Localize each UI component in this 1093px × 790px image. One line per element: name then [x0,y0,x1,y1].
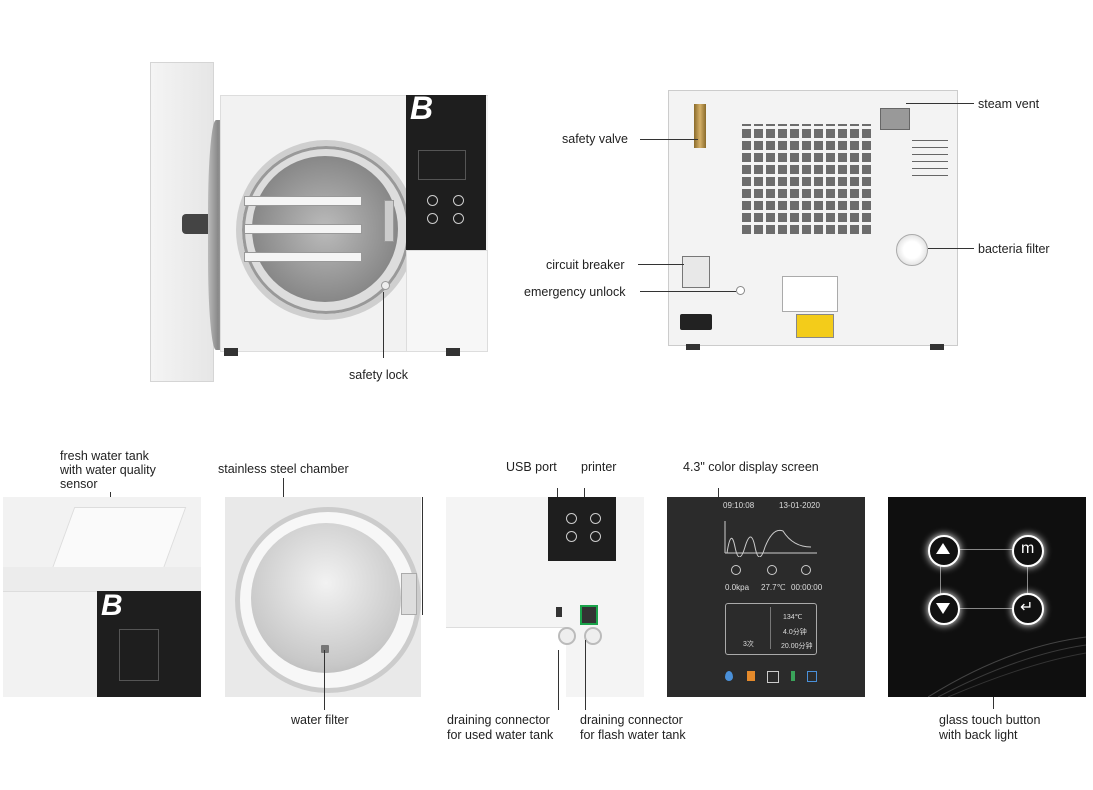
water-level-icon [747,671,755,681]
label-steam-vent: steam vent [978,97,1040,111]
circuit-breaker[interactable] [682,256,710,288]
tank-mini-display [119,629,159,681]
label-bacteria-filter: bacteria filter [978,242,1050,256]
steam-vent [880,108,910,130]
label-safety-valve: safety valve [562,132,629,146]
back-foot-left [686,344,700,350]
side-m-button[interactable] [590,513,601,524]
label-draining-used-2: for used water tank [447,728,554,742]
display-temperature: 27.7℃ [761,583,786,592]
touch-m-button[interactable] [1012,535,1044,567]
label-draining-flash-2: for flash water tank [580,728,686,742]
label-draining-flash-1: draining connector [580,713,683,727]
enter-icon: ↵ [1020,599,1034,616]
display-temp-set: 134℃ [783,614,803,621]
draining-connector-flash[interactable] [584,627,602,645]
pressure-curve [724,521,817,557]
side-enter-button[interactable] [590,531,601,542]
door-handle [182,214,212,234]
tank-brand-logo: B [101,589,123,622]
lower-panel [406,250,488,352]
gauge-pressure-icon [731,565,741,575]
emergency-unlock[interactable] [736,286,745,295]
tray-3 [244,252,362,262]
down-arrow-icon [936,603,950,614]
up-arrow-icon [936,543,950,554]
gauge-temp-icon [767,565,777,575]
tank-control-panel [97,591,201,697]
label-water-filter: water filter [291,713,349,727]
water-tank-image: B [3,497,201,697]
mini-enter-button[interactable] [453,213,464,224]
water-filter [321,645,329,653]
printer-slot [580,605,598,625]
label-safety-lock: safety lock [349,368,409,382]
back-view-image [668,90,960,352]
label-stainless-steel-chamber: stainless steel chamber [218,462,349,476]
display-time: 09:10:08 [723,501,755,510]
mini-display [418,150,466,180]
power-socket [680,314,712,330]
chamber-image [225,497,421,697]
draining-connector-used[interactable] [558,627,576,645]
label-emergency-unlock: emergency unlock [524,285,626,299]
tray-1 [244,196,362,206]
plug-icon [791,671,795,681]
label-color-display: 4.3" color display screen [683,460,819,474]
side-down-button[interactable] [566,531,577,542]
safety-valve [694,104,706,148]
mini-m-button[interactable] [453,195,464,206]
program-box [725,603,817,655]
touch-enter-button[interactable] [1012,593,1044,625]
front-view-image: B [148,60,488,382]
m-icon: m [1021,540,1035,557]
side-view-image [446,497,644,697]
side-up-button[interactable] [566,513,577,524]
display-timer: 00:00:00 [791,583,823,592]
label-glass-touch-1: glass touch button [939,713,1041,727]
display-screen: 09:10:08 13-01-2020 0.0kpa 27.7℃ 00:00:0… [667,497,865,697]
display-pressure: 0.0kpa [725,583,750,592]
label-usb-port: USB port [506,460,557,474]
label-fresh-water-tank-3: sensor [60,477,98,491]
gauge-timer-icon [801,565,811,575]
usb-port[interactable] [556,607,562,617]
display-time-set-2: 20.00分钟 [781,643,813,650]
lock-icon [807,671,817,682]
foot-right [446,348,460,356]
back-foot-right [930,344,944,350]
brand-logo: B [410,90,434,126]
safety-lock-knob[interactable] [381,281,390,290]
warning-sticker [796,314,834,338]
display-time-set-1: 4.0分钟 [783,629,807,636]
display-date: 13-01-2020 [779,501,820,510]
bacteria-filter [896,234,928,266]
printer-status-icon [767,671,779,683]
label-fresh-water-tank-1: fresh water tank [60,449,149,463]
foot-left [224,348,238,356]
label-circuit-breaker: circuit breaker [546,258,625,272]
rating-plate [782,276,838,312]
tray-2 [244,224,362,234]
mini-down-button[interactable] [427,213,438,224]
side-control-panel [548,497,616,561]
mini-up-button[interactable] [427,195,438,206]
decorative-swoosh [928,636,1086,697]
label-printer: printer [581,460,617,474]
label-glass-touch-2: with back light [939,728,1018,742]
display-count: 3次 [743,641,754,648]
control-panel [406,95,486,250]
side-vents [912,136,948,176]
water-drop-icon [725,671,733,681]
label-draining-used-1: draining connector [447,713,550,727]
tank-lid [51,507,187,569]
touch-panel-image: m ↵ [888,497,1086,697]
label-fresh-water-tank-2: with water quality [60,463,156,477]
